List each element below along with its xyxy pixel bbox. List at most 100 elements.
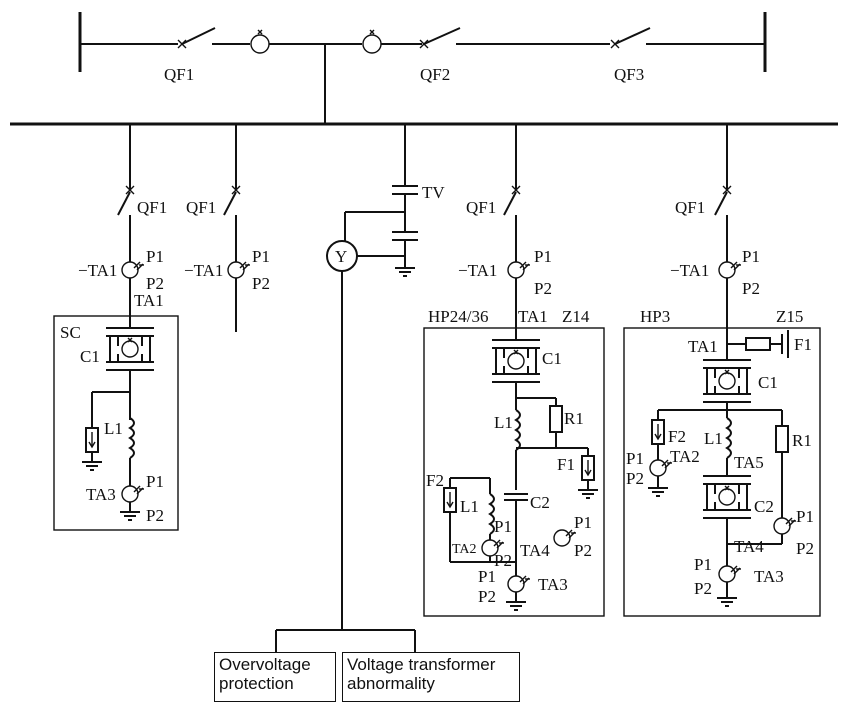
f3-resistor-label: R1 bbox=[564, 409, 584, 428]
f4-ct3-p1: P1 bbox=[694, 555, 712, 574]
feeder-sc: QF1 −TA1 P1 P2 TA1 SC C1 L1 TA3 P1 P2 bbox=[53, 124, 179, 531]
f4-ct-label: −TA1 bbox=[670, 261, 709, 280]
f4-ct4-p1: P1 bbox=[796, 507, 814, 526]
f1-bottom-ct-icon bbox=[121, 485, 145, 503]
top-qf1-label: QF1 bbox=[164, 65, 194, 84]
f4-resistor-icon bbox=[775, 425, 789, 453]
top-ct-right-icon bbox=[362, 34, 382, 54]
voltage-transformer: TV Y bbox=[275, 124, 445, 652]
f1-unit-box bbox=[53, 315, 179, 531]
f3-unit-code: Z14 bbox=[562, 307, 590, 326]
f3-arrester2-label: F2 bbox=[426, 471, 444, 490]
f1-bottom-p2: P2 bbox=[146, 506, 164, 525]
f3-ct-label: −TA1 bbox=[458, 261, 497, 280]
f4-ct2-icon bbox=[649, 459, 673, 477]
feeder-hp3: QF1 −TA1 P1 P2 HP3 Z15 TA1 F1 C1 F2 TA2 … bbox=[623, 124, 821, 617]
vt-abnormality-label: Voltage transformer abnormality bbox=[347, 655, 496, 693]
f1-breaker-label: QF1 bbox=[137, 198, 167, 217]
feeder-2: QF1 −TA1 P1 P2 bbox=[184, 124, 270, 332]
f3-ct3-icon bbox=[507, 575, 531, 593]
top-qf2-label: QF2 bbox=[420, 65, 450, 84]
f3-p2: P2 bbox=[534, 279, 552, 298]
feeder-hp24: QF1 −TA1 P1 P2 HP24/36 TA1 Z14 C1 R1 L1 … bbox=[423, 124, 605, 617]
f1-capacitor-icon bbox=[105, 327, 155, 371]
f4-ct3-p2: P2 bbox=[694, 579, 712, 598]
f1-bottom-ct-label: TA3 bbox=[86, 485, 116, 504]
f4-p2: P2 bbox=[742, 279, 760, 298]
f3-unit-box bbox=[423, 327, 605, 617]
overvoltage-protection-label: Overvoltage protection bbox=[219, 655, 311, 693]
f4-ct4-label: TA4 bbox=[734, 537, 764, 556]
f1-unit-name: SC bbox=[60, 323, 81, 342]
f3-reactor1-icon bbox=[515, 409, 521, 451]
f1-reactor-icon bbox=[129, 417, 135, 459]
f4-ct2-p2: P2 bbox=[626, 469, 644, 488]
f2-p1: P1 bbox=[252, 247, 270, 266]
f4-arrester2-label: F2 bbox=[668, 427, 686, 446]
f3-ct4-label: TA4 bbox=[520, 541, 550, 560]
f1-capacitor-label: C1 bbox=[80, 347, 100, 366]
overvoltage-protection-box: Overvoltage protection bbox=[214, 652, 336, 702]
f3-capacitor2-label: C2 bbox=[530, 493, 550, 512]
f3-arrester1-label: F1 bbox=[557, 455, 575, 474]
f4-capacitor1-icon bbox=[702, 359, 752, 403]
f3-p1: P1 bbox=[534, 247, 552, 266]
f4-reactor-icon bbox=[726, 417, 732, 459]
f4-unit-code: Z15 bbox=[776, 307, 803, 326]
f4-reactor-label: L1 bbox=[704, 429, 723, 448]
f3-resistor-icon bbox=[549, 405, 563, 433]
f4-capacitor1-label: C1 bbox=[758, 373, 778, 392]
f3-ct3-p1: P1 bbox=[478, 567, 496, 586]
f3-capacitor1-icon bbox=[491, 339, 541, 383]
f3-ct4-icon bbox=[553, 529, 577, 547]
f3-ct3-p2: P2 bbox=[478, 587, 496, 606]
f4-arrester2-icon bbox=[651, 419, 665, 445]
f2-p2: P2 bbox=[252, 274, 270, 293]
vt-abnormality-box: Voltage transformer abnormality bbox=[342, 652, 520, 702]
f2-ct-icon bbox=[227, 261, 251, 279]
top-ct-left-icon bbox=[250, 34, 270, 54]
f4-ct2-label: TA2 bbox=[670, 447, 700, 466]
f3-reactor2-label: L1 bbox=[460, 497, 479, 516]
f4-ct-icon bbox=[718, 261, 742, 279]
f3-unit-name: HP24/36 bbox=[428, 307, 488, 326]
f4-capacitor2-icon bbox=[702, 475, 752, 519]
f1-reactor-label: L1 bbox=[104, 419, 123, 438]
f1-p2: P2 bbox=[146, 274, 164, 293]
top-qf3-label: QF3 bbox=[614, 65, 644, 84]
f4-unit-box bbox=[623, 327, 821, 617]
f4-ct3-label: TA3 bbox=[754, 567, 784, 586]
f3-ct2-p1: P1 bbox=[494, 517, 512, 536]
f3-unit-ct: TA1 bbox=[518, 307, 548, 326]
f1-ct-label: −TA1 bbox=[78, 261, 117, 280]
f2-ct-label: −TA1 bbox=[184, 261, 223, 280]
f4-ct3-icon bbox=[718, 565, 742, 583]
f4-arrester1-label: F1 bbox=[794, 335, 812, 354]
f4-ct5-label: TA5 bbox=[734, 453, 764, 472]
f4-resistor-label: R1 bbox=[792, 431, 812, 450]
f3-ct3-label: TA3 bbox=[538, 575, 568, 594]
f4-ct2-p1: P1 bbox=[626, 449, 644, 468]
f3-ct-icon bbox=[507, 261, 531, 279]
f1-p1: P1 bbox=[146, 247, 164, 266]
f3-capacitor1-label: C1 bbox=[542, 349, 562, 368]
vt-label: TV bbox=[422, 183, 445, 202]
f3-ct2-p2: P2 bbox=[494, 551, 512, 570]
vt-relay-symbol: Y bbox=[335, 247, 347, 266]
top-bus-section: QF1 QF2 QF3 bbox=[78, 12, 767, 124]
f1-unit-ct: TA1 bbox=[134, 291, 164, 310]
f1-ct-icon bbox=[121, 261, 145, 279]
f4-ct4-p2: P2 bbox=[796, 539, 814, 558]
f4-ct4-icon bbox=[773, 517, 797, 535]
f1-arrester-icon bbox=[85, 427, 99, 453]
f3-arrester1-icon bbox=[581, 455, 595, 481]
f3-breaker-label: QF1 bbox=[466, 198, 496, 217]
f3-ct4-p2: P2 bbox=[574, 541, 592, 560]
f4-breaker-label: QF1 bbox=[675, 198, 705, 217]
f4-unit-ct: TA1 bbox=[688, 337, 718, 356]
f1-bottom-p1: P1 bbox=[146, 472, 164, 491]
f4-capacitor2-label: C2 bbox=[754, 497, 774, 516]
f4-unit-name: HP3 bbox=[640, 307, 670, 326]
f3-reactor1-label: L1 bbox=[494, 413, 513, 432]
